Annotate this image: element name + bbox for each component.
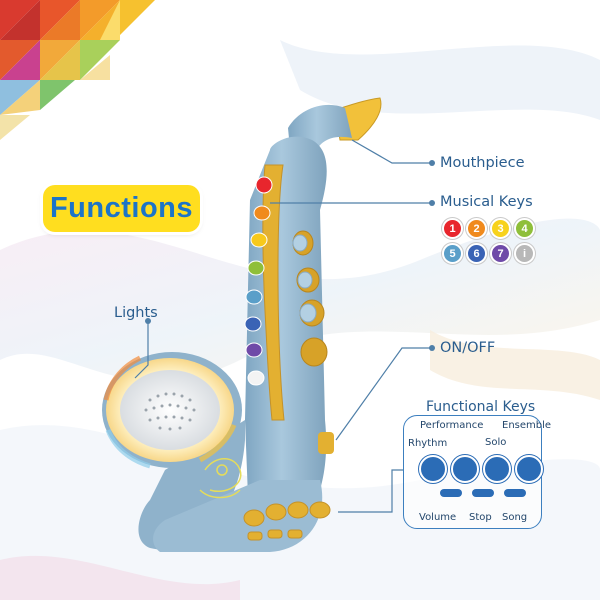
mouthpiece-label: Mouthpiece	[440, 155, 525, 171]
solo-label: Solo	[485, 437, 507, 448]
performance-label: Performance	[420, 420, 484, 431]
rhythm-icon	[419, 455, 447, 483]
song-pill-icon	[504, 489, 526, 497]
solo-icon	[483, 455, 511, 483]
performance-icon	[451, 455, 479, 483]
number-key-3: 3	[490, 218, 511, 239]
number-key-4: 4	[514, 218, 535, 239]
number-key-5: 5	[442, 243, 463, 264]
rhythm-label: Rhythm	[408, 438, 448, 449]
number-key-2: 2	[466, 218, 487, 239]
musical-keys-label: Musical Keys	[440, 194, 533, 210]
stop-label: Stop	[469, 512, 492, 523]
mosaic-decoration	[0, 0, 155, 140]
functions-title: Functions	[49, 192, 194, 224]
volume-pill-icon	[440, 489, 462, 497]
number-key-1: 1	[442, 218, 463, 239]
song-label: Song	[502, 512, 528, 523]
ensemble-label: Ensemble	[502, 420, 552, 431]
number-key-6: 6	[466, 243, 487, 264]
ensemble-icon	[515, 455, 543, 483]
functions-badge: Functions	[43, 185, 200, 232]
volume-label: Volume	[419, 512, 457, 523]
number-key-info: i	[514, 243, 535, 264]
number-key-7: 7	[490, 243, 511, 264]
stop-pill-icon	[472, 489, 494, 497]
functional-keys-label: Functional Keys	[426, 399, 536, 415]
onoff-label: ON/OFF	[440, 340, 496, 356]
lights-label: Lights	[114, 305, 158, 321]
